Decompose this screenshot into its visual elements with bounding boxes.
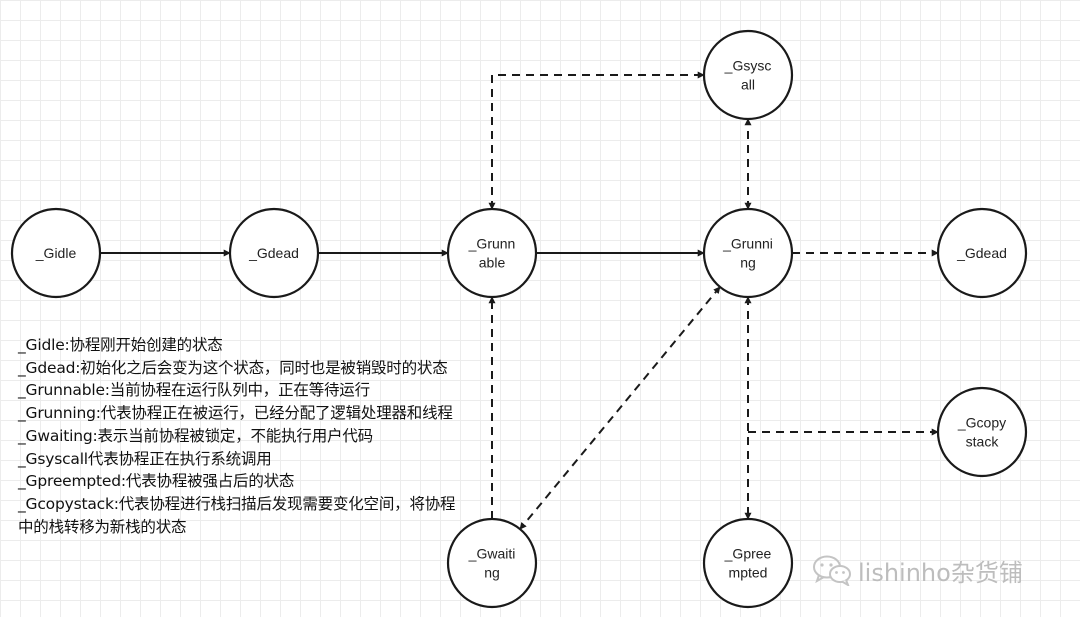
node-gidle: _Gidle xyxy=(10,207,102,299)
node-gdead-1-label: _Gdead xyxy=(248,245,299,261)
node-gwaiting-circle xyxy=(446,517,538,609)
legend-gpreempted: _Gpreempted:代表协程被强占后的状态 xyxy=(18,472,295,491)
node-grunning-label: ng xyxy=(740,255,756,271)
node-gcopystack: _Gcopystack xyxy=(936,386,1028,478)
node-gdead-1: _Gdead xyxy=(228,207,320,299)
watermark: lishinho杂货铺 xyxy=(812,552,1023,588)
node-gpreempted-label: _Gpree xyxy=(724,546,772,562)
edge-grunnable-to-gsyscall xyxy=(488,71,705,210)
node-gsyscall-circle xyxy=(702,29,794,121)
node-gwaiting: _Gwaiting xyxy=(446,517,538,609)
node-gsyscall-label: _Gsysc xyxy=(724,58,772,74)
node-grunnable-circle xyxy=(446,207,538,299)
legend-gsyscall: _Gsyscall代表协程正在执行系统调用 xyxy=(18,449,272,468)
node-gsyscall: _Gsyscall xyxy=(702,29,794,121)
wechat-icon xyxy=(812,554,852,586)
legend-grunnable: _Grunnable:当前协程在运行队列中，正在等待运行 xyxy=(18,381,370,400)
node-gsyscall-label: all xyxy=(741,77,755,93)
node-grunning-circle xyxy=(702,207,794,299)
node-gdead-2-circle xyxy=(936,207,1028,299)
node-gdead-1-circle xyxy=(228,207,320,299)
node-gcopystack-label: stack xyxy=(966,434,1000,450)
legend-gcopystack: _Gcopystack:代表协程进行栈扫描后发现需要变化空间，将协程中的栈转移为… xyxy=(18,494,456,536)
legend-gwaiting: _Gwaiting:表示当前协程被锁定，不能执行用户代码 xyxy=(18,426,373,445)
node-gidle-label: _Gidle xyxy=(35,245,77,261)
node-grunnable-label: able xyxy=(479,255,506,271)
legend-grunning: _Grunning:代表协程正在被运行，已经分配了逻辑处理器和线程 xyxy=(18,404,453,423)
node-grunnable-label: _Grunn xyxy=(468,236,516,252)
node-grunning-label: _Grunni xyxy=(722,236,773,252)
node-grunnable: _Grunnable xyxy=(446,207,538,299)
node-gcopystack-circle xyxy=(936,386,1028,478)
node-gidle-circle xyxy=(10,207,102,299)
legend-gdead: _Gdead:初始化之后会变为这个状态，同时也是被销毁时的状态 xyxy=(18,358,448,377)
node-gdead-2: _Gdead xyxy=(936,207,1028,299)
legend-gidle: _Gidle:协程刚开始创建的状态 xyxy=(18,336,223,354)
node-grunning: _Grunning xyxy=(702,207,794,299)
node-gpreempted-circle xyxy=(702,517,794,609)
node-gwaiting-label: ng xyxy=(484,565,500,581)
node-gwaiting-label: _Gwaiti xyxy=(468,546,516,562)
node-gpreempted: _Gpreempted xyxy=(702,517,794,609)
node-gdead-2-label: _Gdead xyxy=(956,245,1007,261)
state-legend: _Gidle:协程刚开始创建的状态 _Gdead:初始化之后会变为这个状态，同时… xyxy=(18,334,458,538)
node-gpreempted-label: mpted xyxy=(729,565,768,581)
node-gcopystack-label: _Gcopy xyxy=(957,415,1006,431)
edge-grunning-to-gwaiting xyxy=(519,286,721,530)
watermark-text: lishinho杂货铺 xyxy=(858,558,1023,587)
